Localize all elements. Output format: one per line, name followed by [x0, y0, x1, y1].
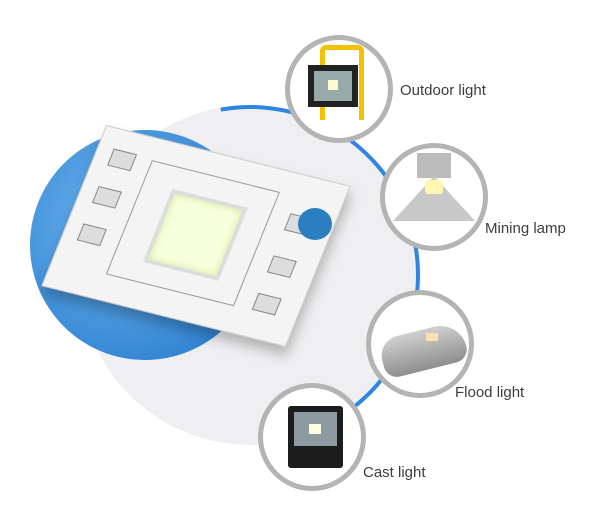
product-label-flood-light: Flood light	[455, 384, 525, 401]
cast-light-icon	[258, 383, 366, 491]
product-label-outdoor-light: Outdoor light	[400, 82, 486, 99]
capacitor	[298, 208, 332, 240]
product-label-mining-lamp: Mining lamp	[485, 220, 566, 237]
flood-light-icon	[366, 290, 474, 398]
outdoor-light-icon	[285, 35, 393, 143]
product-label-cast-light: Cast light	[363, 464, 426, 481]
mining-lamp-icon	[380, 143, 488, 251]
